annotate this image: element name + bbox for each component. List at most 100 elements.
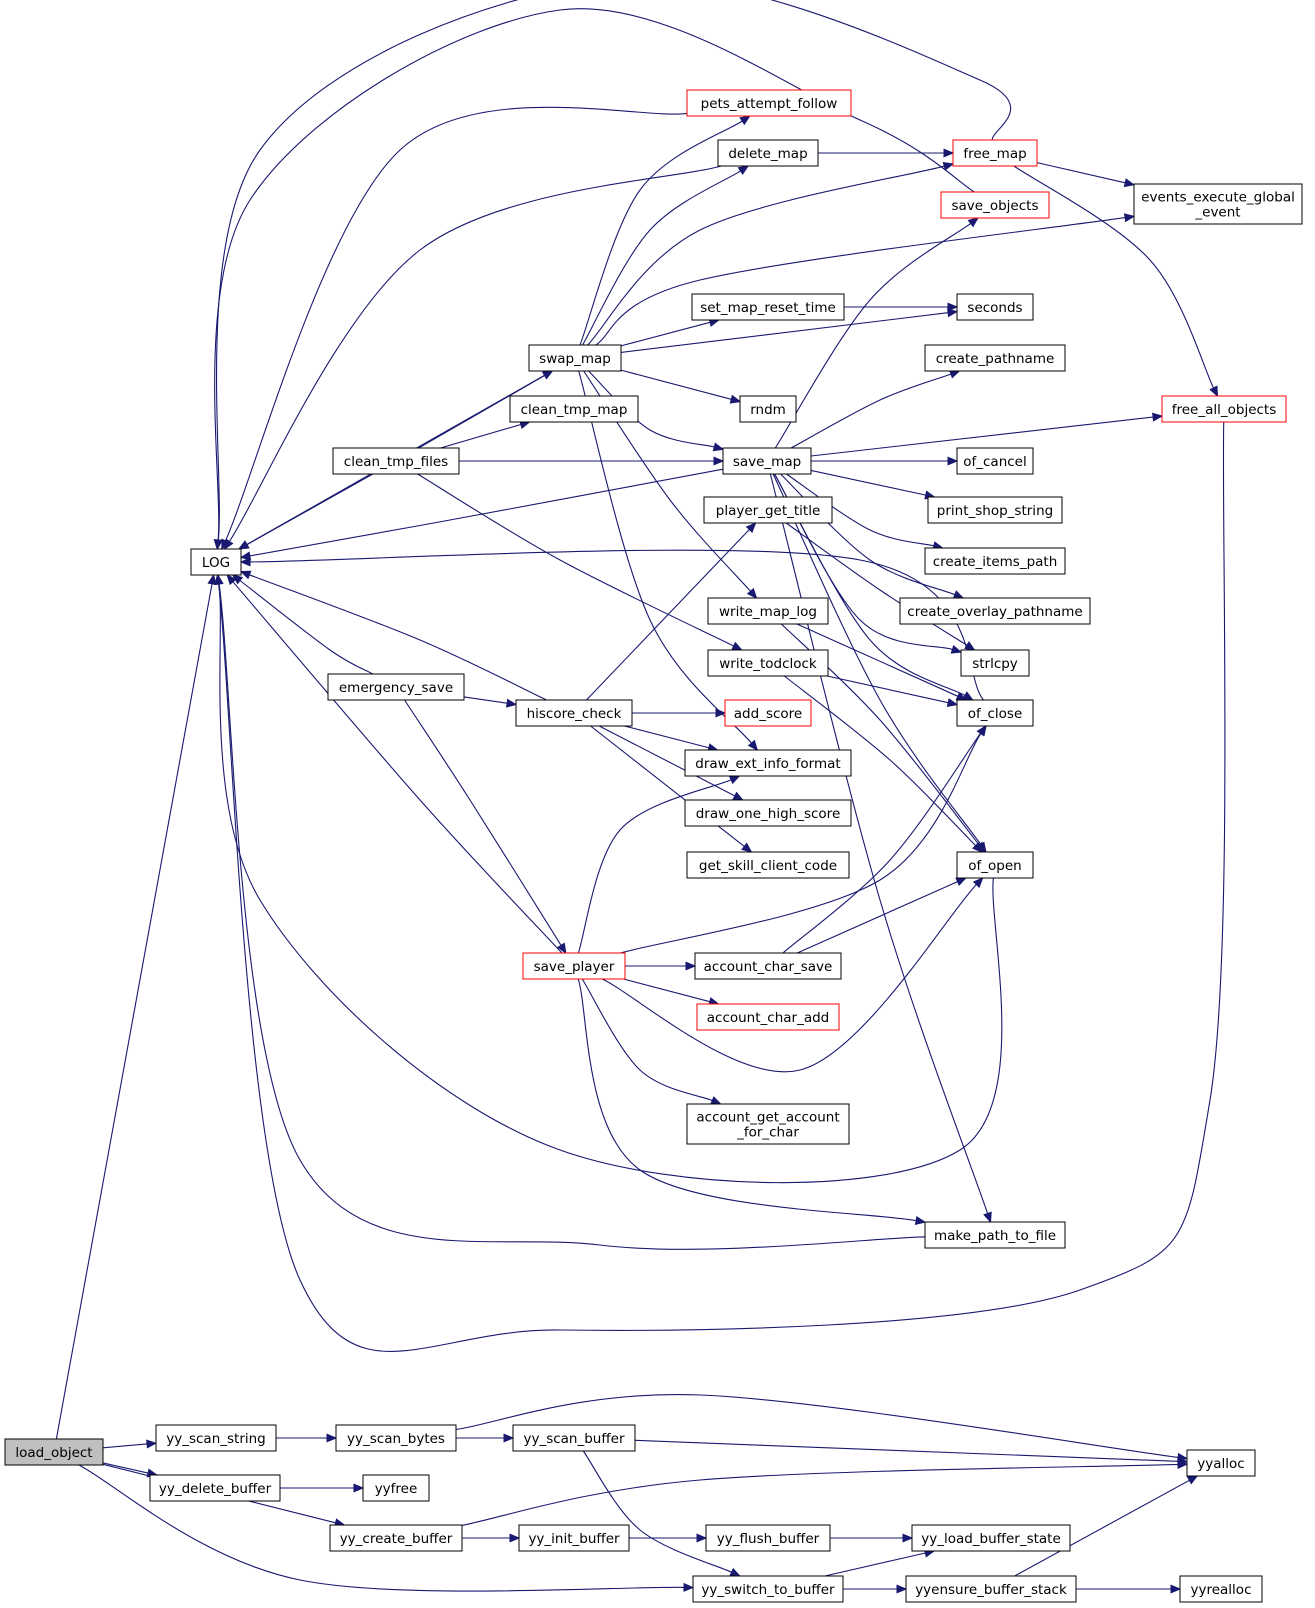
node-save-player[interactable]: save_player [522,952,626,980]
node-of-close[interactable]: of_close [956,699,1034,727]
node-clean-tmp-files[interactable]: clean_tmp_files [332,447,460,475]
node-box[interactable] [335,1424,457,1452]
node-box[interactable] [707,597,829,625]
node-events-execute-global-event[interactable]: events_execute_global_event [1133,183,1303,225]
node-yyfree[interactable]: yyfree [362,1474,430,1502]
node-box[interactable] [956,293,1034,321]
node-load-object[interactable]: load_object [4,1438,104,1466]
node-box[interactable] [4,1438,104,1466]
node-box[interactable] [190,548,242,576]
node-box[interactable] [362,1474,430,1502]
node-strlcpy[interactable]: strlcpy [960,649,1030,677]
node-get-skill-client-code[interactable]: get_skill_client_code [686,851,850,879]
node-box[interactable] [1161,395,1287,423]
node-box[interactable] [518,1524,630,1552]
node-box[interactable] [329,1524,463,1552]
node-box[interactable] [692,1575,844,1603]
node-yyensure-buffer-stack[interactable]: yyensure_buffer_stack [905,1575,1077,1603]
node-yy-scan-string[interactable]: yy_scan_string [155,1424,277,1452]
node-account-get-account-for-char[interactable]: account_get_account_for_char [686,1103,850,1145]
node-box[interactable] [924,547,1066,575]
node-swap-map[interactable]: swap_map [528,344,622,372]
node-make-path-to-file[interactable]: make_path_to_file [924,1221,1066,1249]
node-account-char-save[interactable]: account_char_save [694,952,842,980]
node-free-all-objects[interactable]: free_all_objects [1161,395,1287,423]
node-player-get-title[interactable]: player_get_title [703,496,833,524]
node-box[interactable] [924,344,1066,372]
node-box[interactable] [332,447,460,475]
node-box[interactable] [722,447,812,475]
node-yy-flush-buffer[interactable]: yy_flush_buffer [705,1524,831,1552]
node-box[interactable] [924,1221,1066,1249]
node-box[interactable] [1133,183,1303,225]
node-box[interactable] [509,395,639,423]
node-box[interactable] [717,139,819,167]
node-add-score[interactable]: add_score [724,699,812,727]
node-yy-load-buffer-state[interactable]: yy_load_buffer_state [911,1524,1071,1552]
node-box[interactable] [522,952,626,980]
node-create-items-path[interactable]: create_items_path [924,547,1066,575]
node-draw-one-high-score[interactable]: draw_one_high_score [684,799,852,827]
node-box[interactable] [694,952,842,980]
node-account-char-add[interactable]: account_char_add [696,1003,840,1031]
node-yyalloc[interactable]: yyalloc [1186,1449,1256,1477]
node-create-pathname[interactable]: create_pathname [924,344,1066,372]
node-box[interactable] [1179,1575,1263,1603]
node-box[interactable] [684,799,852,827]
node-emergency-save[interactable]: emergency_save [327,673,465,701]
node-set-map-reset-time[interactable]: set_map_reset_time [691,293,845,321]
node-save-map[interactable]: save_map [722,447,812,475]
node-box[interactable] [940,191,1050,219]
node-box[interactable] [952,139,1038,167]
node-box[interactable] [155,1424,277,1452]
node-yy-scan-bytes[interactable]: yy_scan_bytes [335,1424,457,1452]
node-hiscore-check[interactable]: hiscore_check [515,699,633,727]
node-yy-switch-to-buffer[interactable]: yy_switch_to_buffer [692,1575,844,1603]
node-yy-scan-buffer[interactable]: yy_scan_buffer [512,1424,636,1452]
node-pets-attempt-follow[interactable]: pets_attempt_follow [686,89,852,117]
node-clean-tmp-map[interactable]: clean_tmp_map [509,395,639,423]
node-box[interactable] [1186,1449,1256,1477]
node-box[interactable] [724,699,812,727]
node-yyrealloc[interactable]: yyrealloc [1179,1575,1263,1603]
node-free-map[interactable]: free_map [952,139,1038,167]
node-draw-ext-info-format[interactable]: draw_ext_info_format [684,749,852,777]
node-LOG[interactable]: LOG [190,548,242,576]
node-box[interactable] [686,1103,850,1145]
node-box[interactable] [696,1003,840,1031]
node-box[interactable] [686,89,852,117]
node-box[interactable] [960,649,1030,677]
node-of-cancel[interactable]: of_cancel [956,447,1034,475]
node-yy-delete-buffer[interactable]: yy_delete_buffer [149,1474,281,1502]
node-box[interactable] [691,293,845,321]
node-box[interactable] [512,1424,636,1452]
node-box[interactable] [956,851,1034,879]
node-box[interactable] [705,1524,831,1552]
node-box[interactable] [515,699,633,727]
node-yy-create-buffer[interactable]: yy_create_buffer [329,1524,463,1552]
node-box[interactable] [707,649,829,677]
node-box[interactable] [899,597,1091,625]
node-box[interactable] [911,1524,1071,1552]
node-write-todclock[interactable]: write_todclock [707,649,829,677]
node-create-overlay-pathname[interactable]: create_overlay_pathname [899,597,1091,625]
node-rndm[interactable]: rndm [739,395,797,423]
node-box[interactable] [956,447,1034,475]
node-box[interactable] [528,344,622,372]
node-print-shop-string[interactable]: print_shop_string [927,496,1063,524]
node-box[interactable] [149,1474,281,1502]
node-box[interactable] [956,699,1034,727]
node-save-objects[interactable]: save_objects [940,191,1050,219]
node-box[interactable] [327,673,465,701]
node-box[interactable] [686,851,850,879]
node-box[interactable] [927,496,1063,524]
node-box[interactable] [684,749,852,777]
node-box[interactable] [703,496,833,524]
node-box[interactable] [905,1575,1077,1603]
node-seconds[interactable]: seconds [956,293,1034,321]
node-delete-map[interactable]: delete_map [717,139,819,167]
node-yy-init-buffer[interactable]: yy_init_buffer [518,1524,630,1552]
node-box[interactable] [739,395,797,423]
node-write-map-log[interactable]: write_map_log [707,597,829,625]
node-of-open[interactable]: of_open [956,851,1034,879]
